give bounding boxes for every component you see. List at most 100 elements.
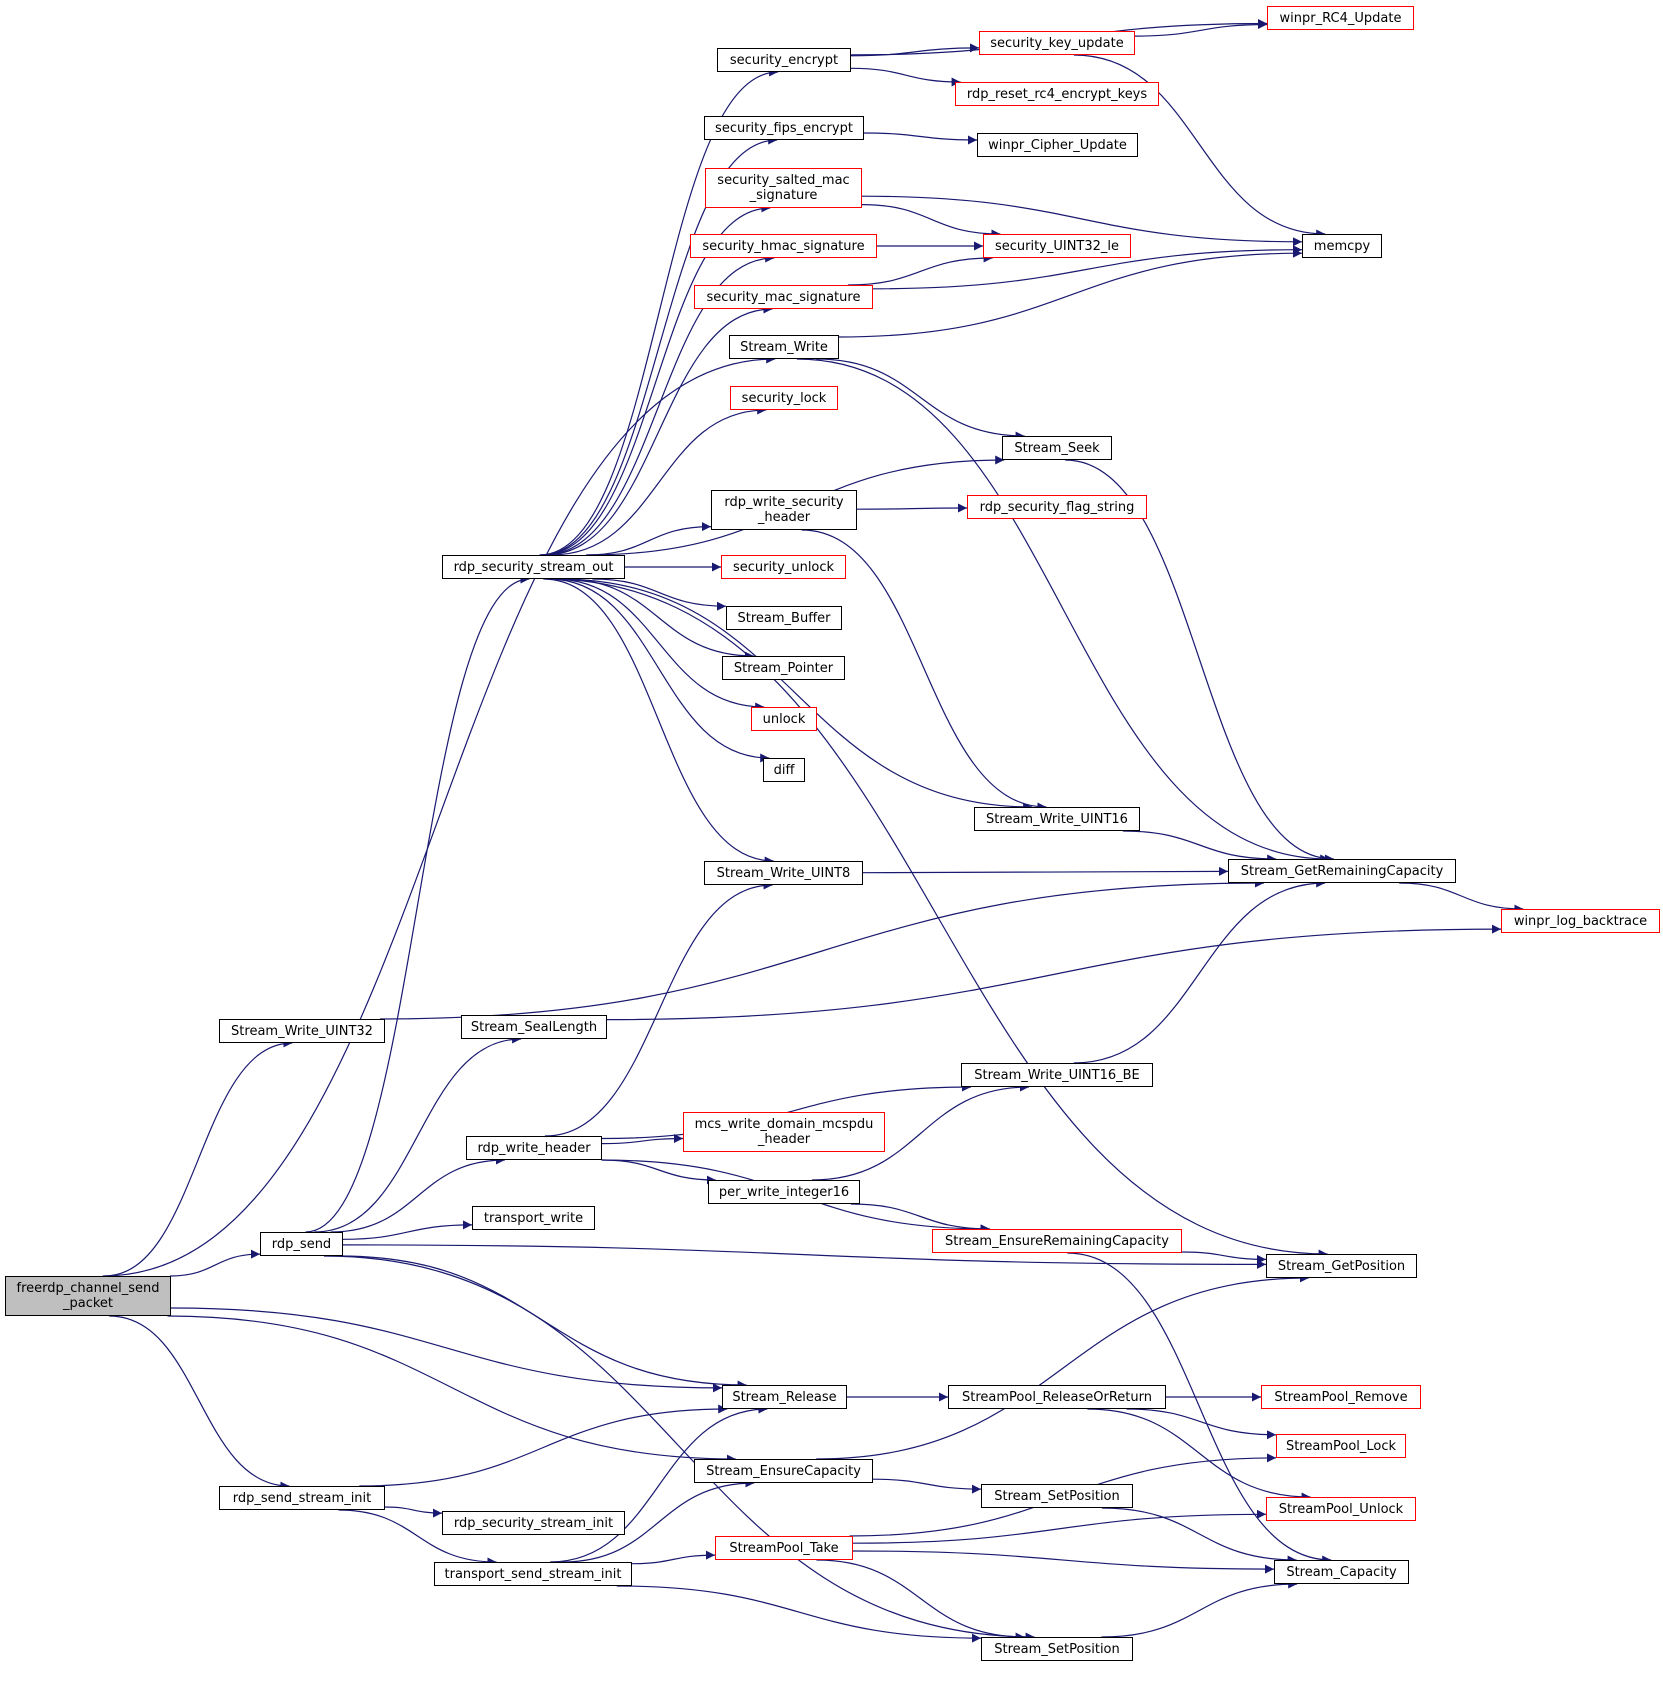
edge-per-write-integer16-to-stream-write-uint16-be xyxy=(811,1082,1030,1181)
node-streampool-take[interactable]: StreamPool_Take xyxy=(715,1536,853,1560)
node-stream-setposition-a[interactable]: Stream_SetPosition xyxy=(981,1484,1133,1508)
edge-rdp-send-to-stream-setposition-b xyxy=(323,1255,1035,1642)
edge-rdp-send-to-stream-seallength xyxy=(314,1034,522,1233)
edge-rdp-security-stream-out-to-security-salted-mac-signature xyxy=(541,203,771,556)
edge-security-key-update-to-memcpy xyxy=(1073,54,1326,239)
node-security-unlock[interactable]: security_unlock xyxy=(721,555,846,579)
edge-stream-write-uint16-to-stream-getremainingcapacity xyxy=(1122,830,1277,864)
node-rdp-security-stream-init[interactable]: rdp_security_stream_init xyxy=(442,1511,625,1535)
node-rdp-security-stream-out[interactable]: rdp_security_stream_out xyxy=(442,555,625,579)
edge-rdp-send-stream-init-to-transport-send-stream-init xyxy=(338,1509,497,1567)
edge-root-to-stream-write-uint32 xyxy=(104,1038,293,1277)
node-streampool-unlock[interactable]: StreamPool_Unlock xyxy=(1266,1497,1416,1521)
node-streampool-lock[interactable]: StreamPool_Lock xyxy=(1276,1434,1406,1458)
node-streampool-releaseorreturn[interactable]: StreamPool_ReleaseOrReturn xyxy=(948,1385,1166,1409)
node-security-key-update[interactable]: security_key_update xyxy=(979,31,1135,55)
edge-stream-write-uint8-to-stream-getremainingcapacity xyxy=(862,866,1229,876)
node-stream-write[interactable]: Stream_Write xyxy=(729,335,839,359)
edge-root-to-rdp-send xyxy=(170,1249,261,1277)
node-security-fips-encrypt[interactable]: security_fips_encrypt xyxy=(704,116,864,140)
node-security-uint32-le[interactable]: security_UINT32_le xyxy=(983,234,1131,258)
edge-root-to-stream-release xyxy=(170,1307,723,1393)
node-stream-setposition-b[interactable]: Stream_SetPosition xyxy=(981,1637,1133,1661)
edge-stream-write-to-memcpy xyxy=(838,248,1303,338)
edge-streampool-take-to-streampool-unlock xyxy=(852,1509,1267,1544)
edge-security-mac-signature-to-memcpy xyxy=(872,245,1303,290)
edge-rdp-write-security-header-to-stream-write-uint16 xyxy=(801,529,1047,812)
node-stream-getremainingcapacity[interactable]: Stream_GetRemainingCapacity xyxy=(1228,859,1456,883)
node-stream-ensureremainingcapacity[interactable]: Stream_EnsureRemainingCapacity xyxy=(932,1229,1182,1253)
edge-stream-seek-to-stream-getremainingcapacity xyxy=(1065,459,1334,864)
node-winpr-log-backtrace[interactable]: winpr_log_backtrace xyxy=(1501,909,1660,933)
edge-stream-seallength-to-winpr-log-backtrace xyxy=(606,924,1502,1021)
node-security-lock[interactable]: security_lock xyxy=(730,386,838,410)
edge-stream-write-uint32-to-stream-getremainingcapacity xyxy=(379,878,1265,1020)
node-stream-release[interactable]: Stream_Release xyxy=(722,1385,847,1409)
edge-rdp-send-to-rdp-security-stream-out xyxy=(305,574,530,1233)
edge-security-salted-mac-signature-to-memcpy xyxy=(861,195,1303,247)
edge-rdp-security-stream-out-to-security-mac-signature xyxy=(544,304,773,556)
edge-rdp-security-stream-out-to-security-hmac-signature xyxy=(542,253,775,556)
edge-rdp-security-stream-out-to-stream-buffer xyxy=(592,578,727,611)
node-stream-getposition[interactable]: Stream_GetPosition xyxy=(1266,1254,1417,1278)
edge-transport-send-stream-init-to-stream-setposition-b xyxy=(616,1585,982,1643)
node-stream-seallength[interactable]: Stream_SealLength xyxy=(461,1015,607,1039)
edge-stream-ensurecapacity-to-stream-setposition-a xyxy=(872,1478,982,1494)
node-security-encrypt[interactable]: security_encrypt xyxy=(717,48,851,72)
node-stream-write-uint16[interactable]: Stream_Write_UINT16 xyxy=(974,807,1140,831)
node-root[interactable]: freerdp_channel_send _packet xyxy=(5,1276,171,1316)
node-mcs-write-domain-mcspdu-header[interactable]: mcs_write_domain_mcspdu _header xyxy=(683,1112,885,1152)
node-diff[interactable]: diff xyxy=(763,758,805,782)
node-stream-write-uint32[interactable]: Stream_Write_UINT32 xyxy=(219,1019,385,1043)
node-security-mac-signature[interactable]: security_mac_signature xyxy=(694,285,873,309)
edge-stream-getremainingcapacity-to-winpr-log-backtrace xyxy=(1399,882,1524,914)
edge-streampool-take-to-stream-capacity xyxy=(852,1550,1275,1574)
node-security-salted-mac-signature[interactable]: security_salted_mac _signature xyxy=(705,168,862,208)
edge-streampool-releaseorreturn-to-streampool-lock xyxy=(1126,1408,1277,1440)
edge-security-encrypt-to-security-key-update xyxy=(850,43,980,57)
node-winpr-rc4-update[interactable]: winpr_RC4_Update xyxy=(1267,6,1414,30)
edge-root-to-stream-ensurecapacity xyxy=(167,1315,736,1464)
node-security-hmac-signature[interactable]: security_hmac_signature xyxy=(690,234,877,258)
node-streampool-remove[interactable]: StreamPool_Remove xyxy=(1261,1385,1421,1409)
node-stream-capacity[interactable]: Stream_Capacity xyxy=(1274,1560,1409,1584)
edge-stream-write-to-stream-seek xyxy=(816,358,1025,441)
node-rdp-send[interactable]: rdp_send xyxy=(260,1232,343,1256)
edge-rdp-write-header-to-mcs-write-domain-mcspdu-header xyxy=(601,1134,684,1145)
node-stream-buffer[interactable]: Stream_Buffer xyxy=(726,606,842,630)
node-transport-write[interactable]: transport_write xyxy=(472,1206,595,1230)
node-rdp-write-security-header[interactable]: rdp_write_security _header xyxy=(711,490,857,530)
edge-rdp-write-header-to-stream-write-uint8 xyxy=(544,880,773,1137)
edge-rdp-send-stream-init-to-rdp-security-stream-init xyxy=(384,1506,443,1518)
edge-security-salted-mac-signature-to-security-uint32-le xyxy=(861,204,1001,239)
node-memcpy[interactable]: memcpy xyxy=(1302,234,1382,258)
node-rdp-reset-rc4-encrypt-keys[interactable]: rdp_reset_rc4_encrypt_keys xyxy=(955,82,1159,106)
edge-rdp-security-stream-out-to-stream-getposition xyxy=(547,578,1328,1259)
node-per-write-integer16[interactable]: per_write_integer16 xyxy=(708,1180,860,1204)
edge-stream-setposition-b-to-stream-capacity xyxy=(1101,1579,1298,1638)
node-stream-pointer[interactable]: Stream_Pointer xyxy=(722,656,845,680)
node-stream-write-uint16-be[interactable]: Stream_Write_UINT16_BE xyxy=(961,1063,1153,1087)
node-rdp-send-stream-init[interactable]: rdp_send_stream_init xyxy=(219,1486,385,1510)
node-stream-seek[interactable]: Stream_Seek xyxy=(1002,436,1112,460)
edge-security-fips-encrypt-to-winpr-cipher-update xyxy=(863,132,978,145)
node-unlock[interactable]: unlock xyxy=(751,707,817,731)
edge-rdp-security-stream-out-to-security-fips-encrypt xyxy=(540,135,778,556)
edge-stream-ensureremainingcapacity-to-stream-capacity xyxy=(1067,1252,1332,1565)
edge-rdp-security-stream-out-to-stream-write-uint8 xyxy=(543,578,774,866)
node-stream-write-uint8[interactable]: Stream_Write_UINT8 xyxy=(704,861,863,885)
edge-rdp-send-to-stream-getposition xyxy=(342,1244,1267,1269)
node-transport-send-stream-init[interactable]: transport_send_stream_init xyxy=(434,1562,632,1586)
edge-rdp-security-stream-out-to-rdp-write-security-header xyxy=(586,522,712,556)
node-rdp-security-flag-string[interactable]: rdp_security_flag_string xyxy=(967,495,1147,519)
edge-streampool-take-to-stream-setposition-b xyxy=(816,1559,1025,1642)
node-stream-ensurecapacity[interactable]: Stream_EnsureCapacity xyxy=(694,1459,873,1483)
node-rdp-write-header[interactable]: rdp_write_header xyxy=(466,1136,602,1160)
edge-rdp-send-to-rdp-write-header xyxy=(330,1155,505,1233)
edge-stream-ensureremainingcapacity-to-stream-getposition xyxy=(1181,1251,1267,1264)
edge-rdp-write-header-to-per-write-integer16 xyxy=(601,1159,716,1185)
edge-rdp-security-stream-out-to-security-encrypt xyxy=(539,67,779,556)
edge-streampool-releaseorreturn-to-streampool-unlock xyxy=(1087,1408,1311,1502)
node-winpr-cipher-update[interactable]: winpr_Cipher_Update xyxy=(977,133,1138,157)
edge-rdp-security-stream-out-to-diff xyxy=(548,578,770,763)
